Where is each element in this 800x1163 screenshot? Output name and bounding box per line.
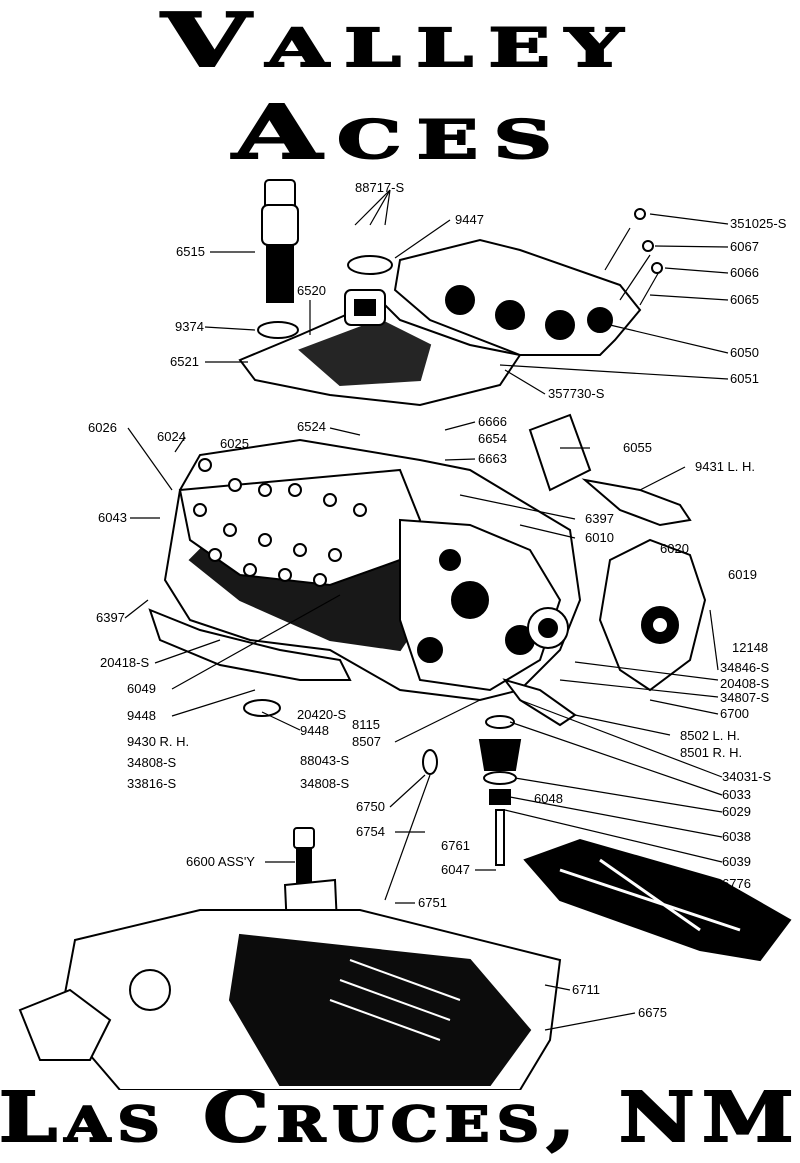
oil-pan-6675 bbox=[18, 909, 562, 1090]
label-357730-s: 357730-S bbox=[548, 386, 605, 401]
label-9431-lh: 9431 L. H. bbox=[695, 459, 755, 474]
label-34031-s: 34031-S bbox=[722, 769, 771, 784]
engine-exploded-diagram: 88717-S 9447 351025-S 6515 6067 6066 652… bbox=[18, 179, 792, 1090]
label-6515: 6515 bbox=[176, 244, 205, 259]
label-9430-rh: 9430 R. H. bbox=[127, 734, 189, 749]
cylinder-head-nuts bbox=[193, 458, 367, 587]
head-studs bbox=[604, 208, 663, 306]
title-valley: Valley bbox=[160, 0, 639, 85]
label-6025: 6025 bbox=[220, 436, 249, 451]
label-6051: 6051 bbox=[730, 371, 759, 386]
label-20408-s: 20408-S bbox=[720, 676, 769, 691]
label-34807-s: 34807-S bbox=[720, 690, 769, 705]
gasket-9447 bbox=[257, 255, 393, 339]
label-6065: 6065 bbox=[730, 292, 759, 307]
label-6050: 6050 bbox=[730, 345, 759, 360]
label-6029: 6029 bbox=[722, 804, 751, 819]
label-6049: 6049 bbox=[127, 681, 156, 696]
label-88043-s: 88043-S bbox=[300, 753, 349, 768]
label-6020: 6020 bbox=[660, 541, 689, 556]
label-6750: 6750 bbox=[356, 799, 385, 814]
label-12148: 12148 bbox=[732, 640, 768, 655]
label-6026: 6026 bbox=[88, 420, 117, 435]
label-9448-a: 9448 bbox=[127, 708, 156, 723]
label-6754: 6754 bbox=[356, 824, 385, 839]
label-9447: 9447 bbox=[455, 212, 484, 227]
label-88717-s: 88717-S bbox=[355, 180, 404, 195]
label-9374: 9374 bbox=[175, 319, 204, 334]
label-6524: 6524 bbox=[297, 419, 326, 434]
label-6010: 6010 bbox=[585, 530, 614, 545]
label-6397-a: 6397 bbox=[585, 511, 614, 526]
label-6067: 6067 bbox=[730, 239, 759, 254]
label-34846-s: 34846-S bbox=[720, 660, 769, 675]
label-6751: 6751 bbox=[418, 895, 447, 910]
label-6047: 6047 bbox=[441, 862, 470, 877]
label-8507: 8507 bbox=[352, 734, 381, 749]
label-34808-s-a: 34808-S bbox=[127, 755, 176, 770]
label-8115: 8115 bbox=[352, 717, 380, 732]
label-6663: 6663 bbox=[478, 451, 507, 466]
label-6600-assy: 6600 ASS'Y bbox=[186, 854, 255, 869]
part-labels: 88717-S 9447 351025-S 6515 6067 6066 652… bbox=[88, 180, 787, 1020]
label-20418-s: 20418-S bbox=[100, 655, 149, 670]
label-6700: 6700 bbox=[720, 706, 749, 721]
skid-plate-6776 bbox=[523, 838, 792, 962]
label-8502-lh: 8502 L. H. bbox=[680, 728, 740, 743]
leader-lines bbox=[124, 189, 729, 1031]
label-6066: 6066 bbox=[730, 265, 759, 280]
intake-manifold bbox=[238, 289, 522, 407]
timing-cover-6019 bbox=[598, 538, 707, 692]
label-6039: 6039 bbox=[722, 854, 751, 869]
label-6520: 6520 bbox=[297, 283, 326, 298]
label-8501-rh: 8501 R. H. bbox=[680, 745, 742, 760]
label-6761: 6761 bbox=[441, 838, 470, 853]
label-6654: 6654 bbox=[478, 431, 507, 446]
label-6776: 6776 bbox=[722, 876, 751, 891]
label-6055: 6055 bbox=[623, 440, 652, 455]
label-6043: 6043 bbox=[98, 510, 127, 525]
label-6024: 6024 bbox=[157, 429, 186, 444]
motor-mount bbox=[478, 715, 522, 866]
label-351025-s: 351025-S bbox=[730, 216, 787, 231]
water-outlet-6055 bbox=[528, 413, 692, 527]
label-34808-s-b: 34808-S bbox=[300, 776, 349, 791]
dipstick bbox=[384, 749, 438, 901]
label-6048: 6048 bbox=[534, 791, 563, 806]
label-6711: 6711 bbox=[572, 982, 600, 997]
cylinder-head-right bbox=[393, 238, 642, 356]
label-6033: 6033 bbox=[722, 787, 751, 802]
label-6675: 6675 bbox=[638, 1005, 667, 1020]
label-20420-s: 20420-S bbox=[297, 707, 346, 722]
label-6521: 6521 bbox=[170, 354, 199, 369]
engine-block bbox=[163, 438, 582, 702]
label-6666: 6666 bbox=[478, 414, 507, 429]
title-las-cruces-nm: Las Cruces, NM bbox=[0, 1077, 800, 1159]
title-aces: Aces bbox=[231, 89, 568, 177]
oil-filler-tube bbox=[261, 179, 299, 303]
label-6038: 6038 bbox=[722, 829, 751, 844]
label-9448-b: 9448 bbox=[300, 723, 329, 738]
label-33816-s: 33816-S bbox=[127, 776, 176, 791]
label-6019: 6019 bbox=[728, 567, 757, 582]
label-6397-b: 6397 bbox=[96, 610, 125, 625]
